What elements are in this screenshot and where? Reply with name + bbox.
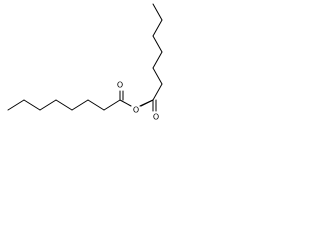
bond-chain-low-3 bbox=[71, 99, 89, 111]
bond-chain-up-5 bbox=[152, 67, 163, 85]
bond-ester-o-to-left-carbonyl bbox=[119, 99, 132, 107]
bond-right-carbonyl-to-ester-o bbox=[140, 99, 154, 107]
lower-octanoyl-chain bbox=[7, 99, 121, 111]
bond-chain-up-3 bbox=[152, 35, 163, 53]
ester-oxygen-bridge: O bbox=[119, 99, 154, 115]
bond-chain-low-5 bbox=[39, 99, 57, 111]
bond-chain-up-1 bbox=[152, 3, 163, 21]
bond-chain-up-2 bbox=[152, 19, 163, 37]
bond-chain-low-6 bbox=[23, 99, 41, 111]
right-carbonyl-oxygen-label: O bbox=[153, 113, 159, 122]
upper-octanoyl-chain bbox=[139, 3, 163, 107]
bond-chain-low-1 bbox=[103, 99, 121, 111]
left-carbonyl-oxygen-label: O bbox=[117, 81, 123, 90]
bond-chain-up-4 bbox=[152, 51, 163, 69]
bond-chain-up-6 bbox=[152, 83, 163, 101]
bond-chain-low-2 bbox=[87, 99, 105, 111]
bond-chain-low-7 bbox=[7, 99, 25, 111]
right-carbonyl: O bbox=[152, 99, 159, 122]
bond-chain-low-4 bbox=[55, 99, 73, 111]
left-carbonyl: O bbox=[117, 81, 124, 101]
octanoic-anhydride-structure: O O O bbox=[7, 3, 163, 122]
ester-oxygen-label: O bbox=[133, 106, 139, 115]
